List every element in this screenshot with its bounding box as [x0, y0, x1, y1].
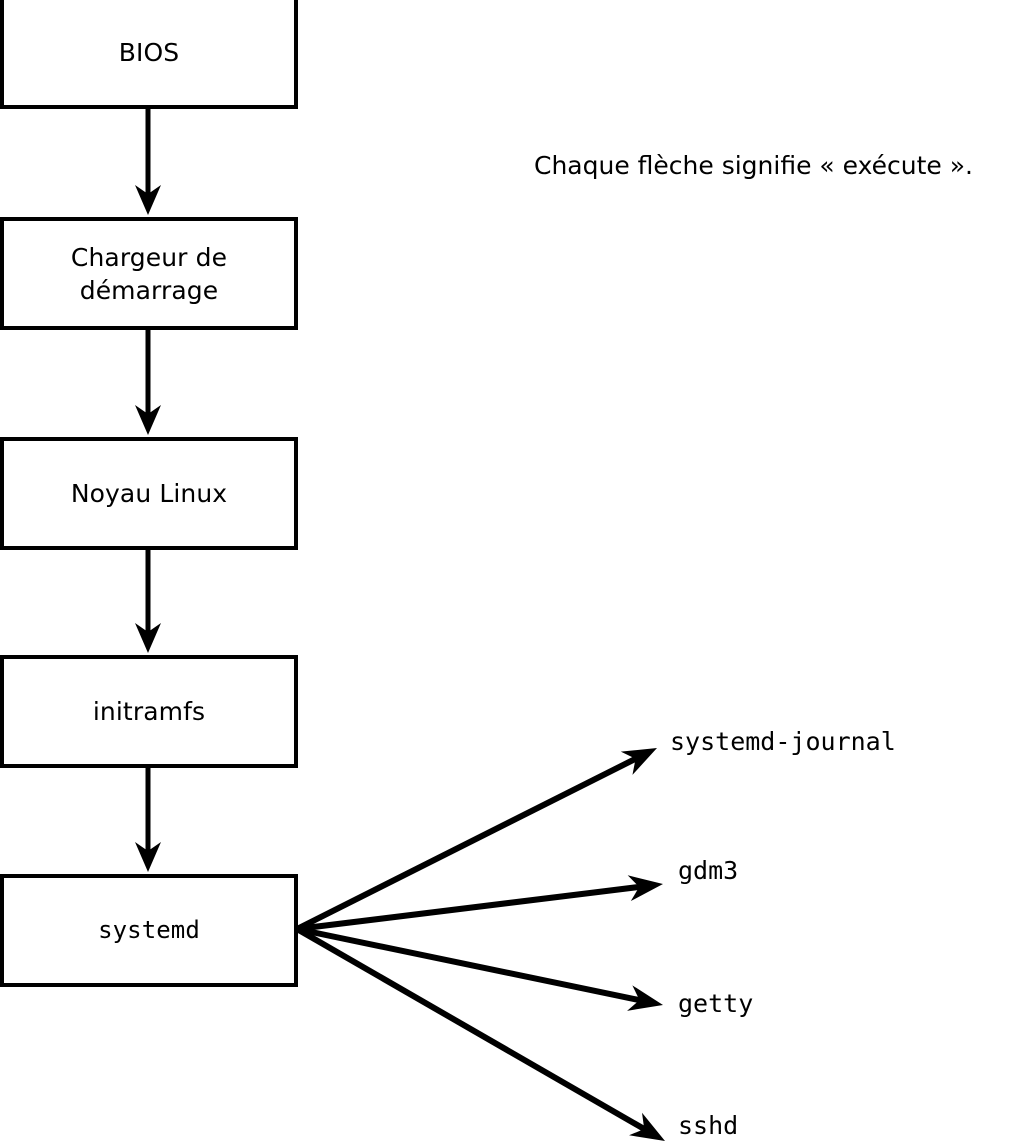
node-box-bios: BIOS	[0, 0, 298, 109]
arrow-shaft-systemd-to-systemd-journal	[295, 755, 638, 932]
arrow-shaft-systemd-to-getty	[296, 926, 642, 1004]
arrow-head-systemd-to-gdm3	[627, 875, 663, 902]
arrow-head-bootloader-to-kernel	[135, 405, 161, 435]
node-box-kernel: Noyau Linux	[0, 437, 298, 550]
fanout-arrow-group	[295, 748, 665, 1141]
service-label-systemd-journal: systemd-journal	[670, 727, 896, 756]
node-label-kernel: Noyau Linux	[70, 479, 228, 508]
legend-caption: Chaque flèche signifie « exécute ».	[534, 151, 973, 180]
node-box-systemd: systemd	[0, 874, 298, 987]
arrow-head-initramfs-to-systemd	[135, 842, 161, 872]
arrow-shaft-systemd-to-sshd	[295, 926, 647, 1133]
arrow-head-systemd-to-getty	[627, 985, 663, 1011]
service-label-sshd: sshd	[678, 1111, 739, 1140]
node-label-initramfs: initramfs	[92, 697, 206, 726]
arrow-head-kernel-to-initramfs	[135, 623, 161, 653]
service-label-getty: getty	[678, 989, 754, 1018]
service-label-gdm3: gdm3	[678, 856, 739, 885]
arrow-head-bios-to-bootloader	[135, 185, 161, 215]
arrow-head-systemd-to-systemd-journal	[620, 748, 657, 775]
node-label-systemd: systemd	[98, 916, 200, 944]
node-label-bios: BIOS	[118, 38, 180, 67]
node-box-bootloader: Chargeur de démarrage	[0, 217, 298, 330]
vertical-arrow-group	[135, 109, 161, 872]
arrow-shaft-systemd-to-gdm3	[296, 883, 641, 932]
arrow-head-systemd-to-sshd	[629, 1112, 665, 1141]
node-label-bootloader: Chargeur de démarrage	[70, 242, 228, 305]
node-box-initramfs: initramfs	[0, 655, 298, 768]
